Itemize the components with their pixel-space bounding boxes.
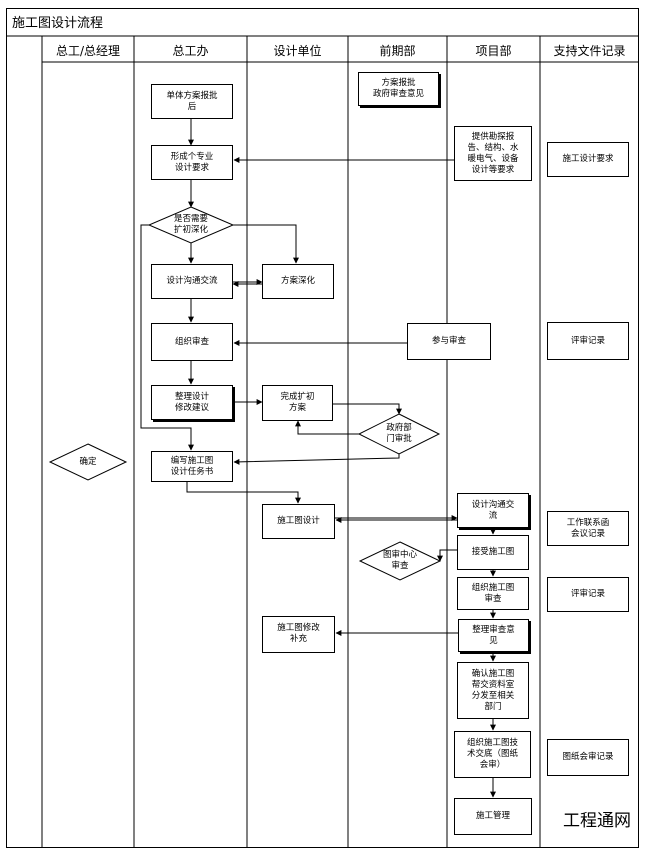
lane-header-chief-engineer: 总工/总经理 [55, 44, 121, 58]
flowchart-title: 施工图设计流程 [12, 16, 104, 31]
step-participate-review: 参与审查 [407, 323, 491, 360]
record-review-1: 评审记录 [547, 322, 629, 360]
connector [437, 549, 457, 562]
connector [233, 224, 299, 264]
step-accept-drawings: 接受施工图 [457, 535, 529, 570]
record-drawing-review: 图纸会审记录 [547, 739, 629, 776]
step-organize-review: 组织审查 [151, 323, 233, 361]
decision-label-gov-approval: 政府部 门审批 [386, 423, 412, 444]
step-scheme-deepening: 方案深化 [262, 264, 334, 299]
lane-header-support-docs: 支持文件记录 [553, 44, 626, 58]
step-construction-drawing-design: 施工图设计 [262, 504, 335, 539]
record-work-contact: 工作联系函 会议记录 [547, 511, 629, 546]
step-design-communication: 设计沟通交流 [151, 264, 233, 299]
watermark-logo: 工程通网 [563, 811, 631, 831]
step-organize-drawing-review: 组织施工图 审查 [457, 577, 529, 610]
step-design-communication-2: 设计沟通交 流 [457, 493, 529, 528]
connector [186, 482, 301, 504]
step-gov-review-opinion: 方案报批 政府审查意见 [358, 72, 439, 106]
step-complete-preliminary: 完成扩初 方案 [262, 385, 333, 421]
decision-diamond-confirm [48, 443, 128, 481]
connector [333, 403, 402, 415]
flowchart-frame [6, 8, 639, 848]
record-review-2: 评审记录 [547, 577, 629, 612]
connector [295, 420, 359, 435]
lane-header-project-dept: 项目部 [475, 44, 512, 58]
step-confirm-distribute: 确认施工图 帮交资料室 分发至相关 部门 [457, 662, 529, 719]
step-drawing-modification: 施工图修改 补充 [262, 616, 335, 653]
decision-label-deepen: 是否需要 扩初深化 [173, 214, 208, 235]
decision-diamond-drawing-review [358, 541, 442, 581]
lane-header-chief-office: 总工办 [172, 44, 209, 58]
connector [140, 224, 194, 451]
step-construction-management: 施工管理 [454, 798, 532, 835]
decision-label-confirm: 确定 [79, 457, 97, 467]
lane-header-design-unit: 设计单位 [273, 44, 322, 58]
step-write-task-book: 编写施工图 设计任务书 [151, 451, 233, 482]
step-compile-review-opinions: 整理审查意 见 [458, 619, 529, 652]
decision-label-drawing-review: 图审中心 审查 [382, 550, 417, 571]
step-scheme-approval: 单体方案报批 后 [151, 84, 233, 119]
step-compile-suggestions: 整理设计 修改建议 [151, 385, 233, 420]
step-provide-requirements: 提供勘探报 告、结构、水 暖电气、设备 设计等要求 [454, 126, 532, 181]
record-construction-design-req: 施工设计要求 [547, 142, 629, 177]
step-technical-disclosure: 组织施工图技 术交底（图纸 会审） [454, 731, 531, 778]
lane-header-preliminary-dept: 前期部 [379, 44, 416, 58]
step-form-requirements: 形成个专业 设计要求 [151, 145, 233, 180]
connector [233, 454, 400, 465]
